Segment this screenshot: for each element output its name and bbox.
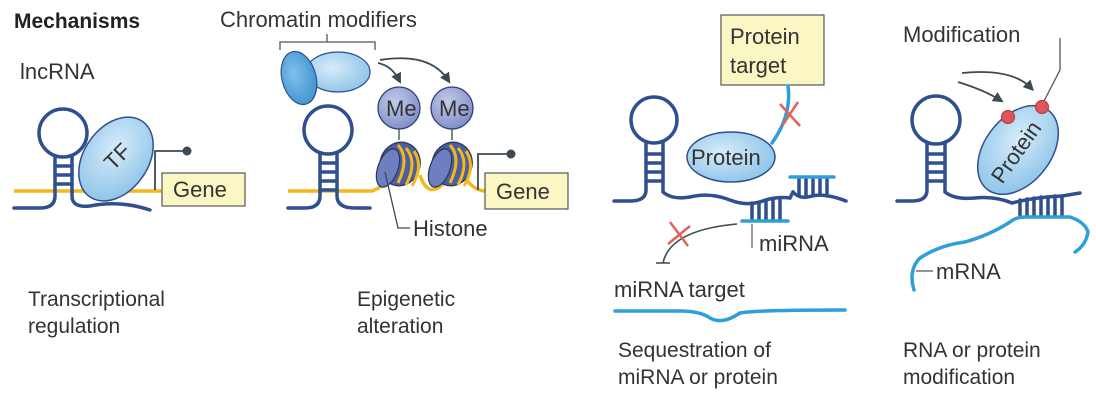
lncrna-stem-left [612,140,648,203]
lncrna-stem-right [70,154,152,212]
methylation-arrow-1 [377,62,401,84]
lncrna-loop [302,104,354,156]
block-x-icon [667,221,691,247]
mirna-target-label: miRNA target [614,277,745,302]
histone-face [375,148,401,188]
me-label-1: Me [386,96,417,121]
modifier-protein-dark [280,50,318,106]
gene-box [161,172,246,207]
chromatin-modifiers-label: Chromatin modifiers [220,7,417,32]
modification-arrow-2 [961,71,1034,92]
protein-ellipse [686,131,776,183]
histone-2 [427,141,473,188]
histone-1 [375,141,421,188]
caption-line-2: alteration [357,315,443,338]
methyl-group-1 [377,86,421,130]
caption-line-1: RNA or protein [903,339,1041,362]
histone-label: Histone [413,216,488,241]
lncrna-hairpin [12,107,152,212]
mrna-label: mRNA [936,259,1001,284]
dna-wrap [448,143,472,187]
protein-target-link [770,84,791,145]
lncrna-stem-left [895,140,929,203]
modification-arrow-1 [957,81,1004,103]
protein-ellipse [976,104,1060,196]
protein-target-label-2: target [730,53,786,78]
modification-dot-2 [1035,100,1049,114]
caption-line-1: Sequestration of [618,339,771,362]
panel-modification: Modification mRNA Protein [895,22,1090,389]
caption-line-1: Epigenetic [357,288,455,311]
protein-target-label-1: Protein [730,24,800,49]
promoter-line [477,153,508,190]
figure-title: Mechanisms [14,10,140,33]
block-x-icon [779,101,801,127]
caption-line-2: miRNA or protein [618,366,778,389]
promoter-dot-icon [182,146,192,156]
lncrna-stem-left [12,154,57,210]
lncrna-loop [37,107,89,159]
histone-leader-line [384,171,410,229]
dna-wrap [396,143,420,187]
lncrna-stem-left [286,151,322,210]
modifiers-bracket [279,34,376,50]
modification-leader-line [1042,38,1061,104]
mirna-target-strand [613,308,847,323]
mrna-strand [910,215,1090,292]
methylation-arrow-2 [379,57,451,84]
caption-line-2: regulation [28,315,120,338]
lncrna-hairpin [286,104,372,210]
protein-target-box [720,14,825,86]
promoter-dot-icon [506,149,516,159]
gene-label: Gene [496,179,550,204]
me-label-2: Me [439,96,470,121]
methyl-group-2 [430,86,474,130]
gene-label: Gene [173,177,227,202]
modification-label: Modification [903,22,1020,47]
tf-protein [78,116,154,202]
inhibition-arc [656,223,738,264]
lncrna-loop [629,95,679,145]
panel-transcriptional: lncRNA TF Gene Transcriptional regulatio… [12,59,246,338]
mirna-label: miRNA [759,231,829,256]
lncrna-loop [910,94,962,146]
panel-epigenetic: Chromatin modifiers Me Me [220,7,569,338]
protein-label: Protein [691,145,761,170]
lncrna-stem-right [335,151,372,210]
gene-box [484,172,569,210]
caption-line-1: Transcriptional [28,288,165,311]
lncrna-hairpin [612,95,848,221]
promoter-line [154,150,185,190]
modification-dot-1 [1001,110,1015,124]
lncrna-body [661,140,795,206]
histone-face [427,148,453,188]
lncrna-label: lncRNA [20,59,95,84]
caption-line-2: modification [903,366,1015,389]
panel-sequestration: Protein target [612,14,848,389]
lncrna-hairpin [895,94,1082,217]
